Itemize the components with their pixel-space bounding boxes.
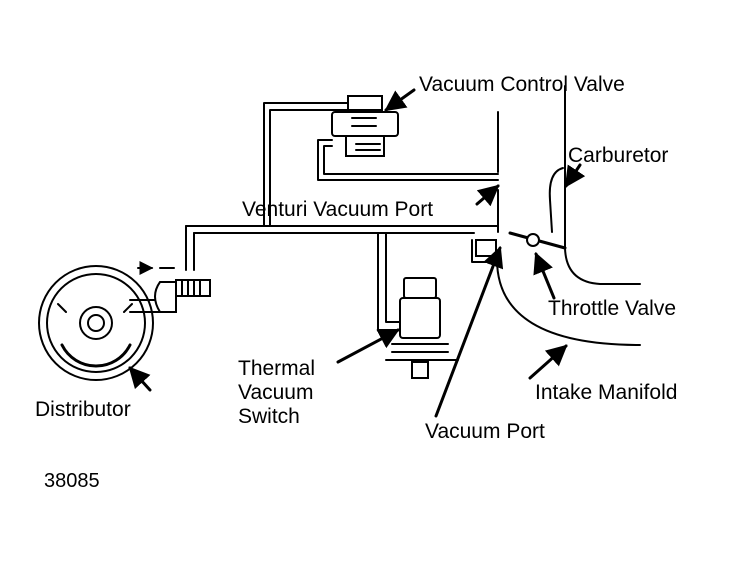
intake-manifold xyxy=(495,257,641,346)
label-intake-manifold: Intake Manifold xyxy=(535,381,678,404)
label-vacuum: Vacuum xyxy=(238,381,314,404)
leader-arrows xyxy=(128,88,586,418)
label-throttle-valve: Throttle Valve xyxy=(548,297,676,320)
label-carburetor: Carburetor xyxy=(568,144,669,167)
label-venturi-vacuum-port: Venturi Vacuum Port xyxy=(242,198,434,221)
label-vacuum-port: Vacuum Port xyxy=(425,420,545,443)
vacuum-control-valve xyxy=(331,95,399,157)
label-vacuum-control-valve: Vacuum Control Valve xyxy=(419,73,625,96)
label-switch: Switch xyxy=(238,405,300,428)
throttle-valve xyxy=(508,231,567,250)
distributor xyxy=(38,261,211,381)
label-distributor: Distributor xyxy=(35,398,131,421)
figure-number: 38085 xyxy=(44,470,100,492)
thermal-vacuum-switch xyxy=(385,277,459,379)
label-thermal: Thermal xyxy=(238,357,316,380)
carburetor-body xyxy=(497,85,641,285)
